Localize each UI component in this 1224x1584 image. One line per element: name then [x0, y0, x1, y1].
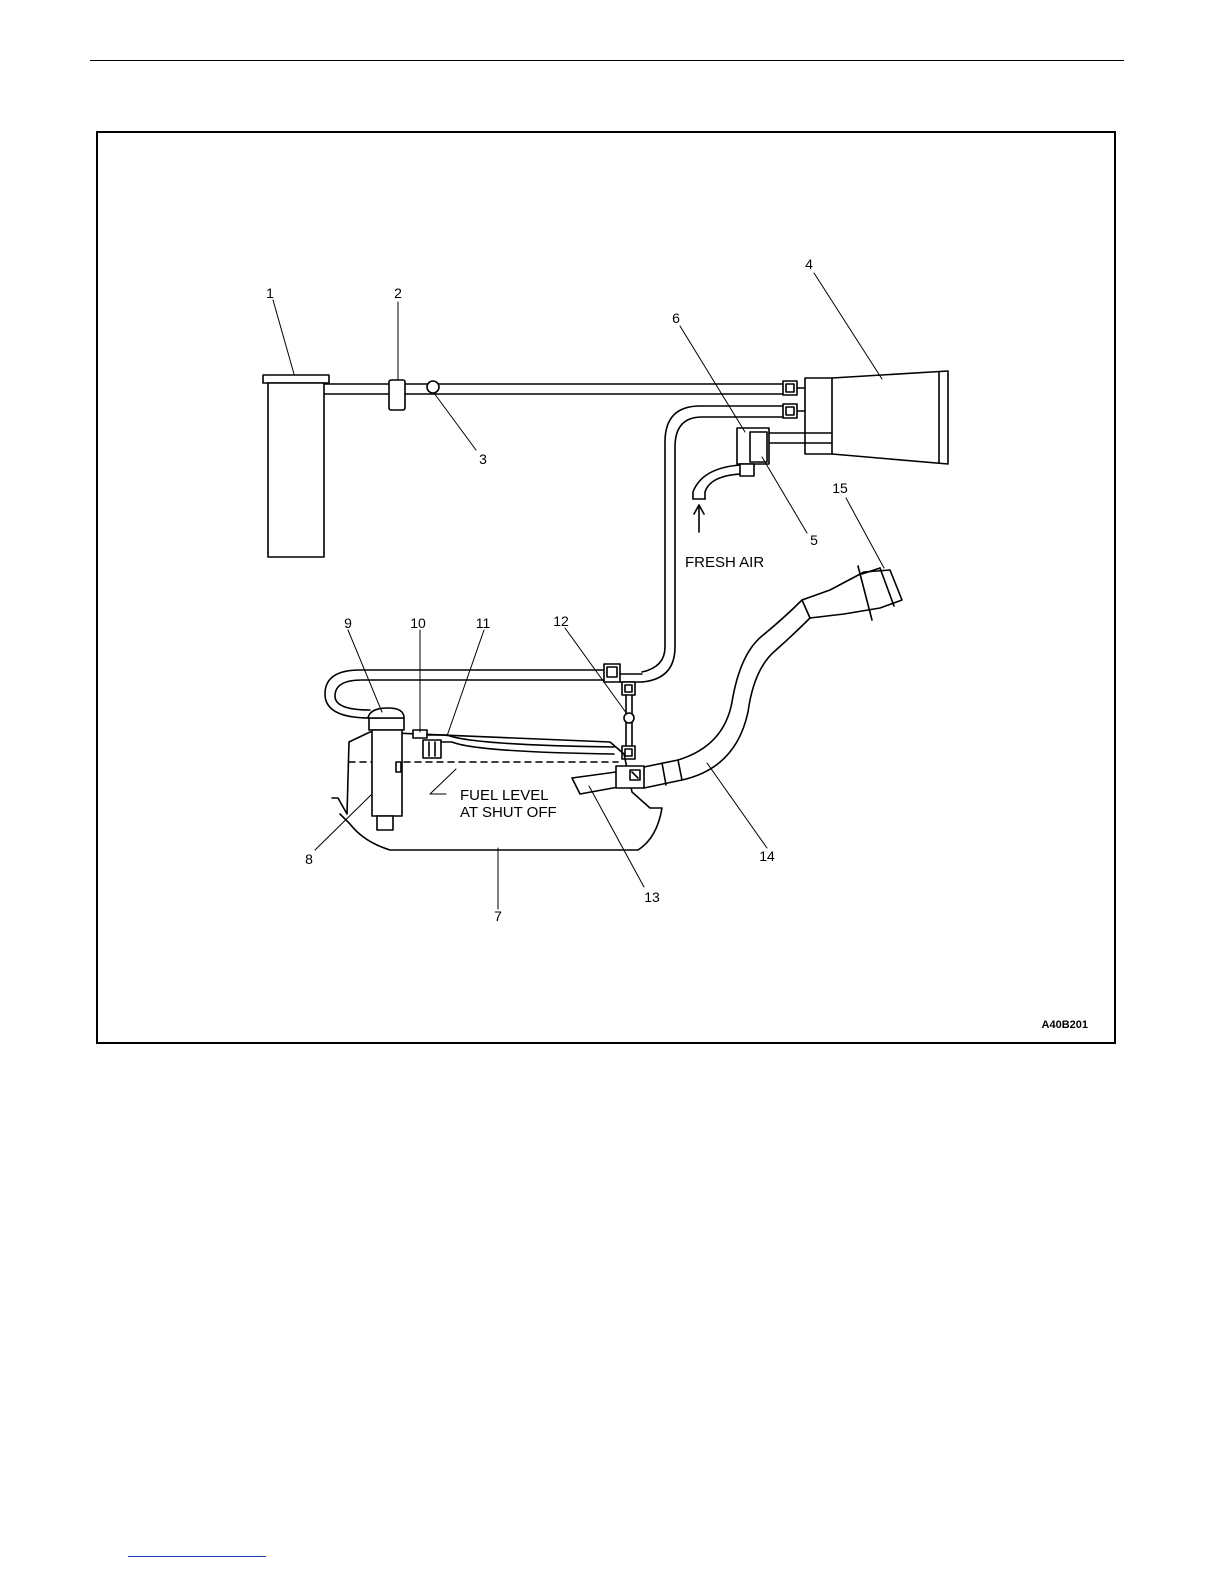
footer-link-underline[interactable]	[128, 1556, 266, 1557]
callout-2: 2	[394, 285, 402, 301]
callout-8: 8	[305, 851, 313, 867]
fuel-level-label-line1: FUEL LEVEL	[460, 787, 549, 804]
callout-3: 3	[479, 451, 487, 467]
rollover-valve	[413, 730, 614, 758]
callout-6: 6	[672, 310, 680, 326]
callout-11: 11	[476, 615, 491, 631]
vent-loop-hose	[325, 670, 604, 718]
throttle-body	[768, 371, 948, 464]
callout-10: 10	[410, 615, 426, 631]
filler-neck	[802, 566, 902, 620]
fuel-level-label-line2: AT SHUT OFF	[460, 804, 557, 821]
hose-junction	[604, 664, 642, 759]
evap-system-diagram: 1 2 3 4 5 6 7 8 9 10 11 12 13 14 15 FRES…	[98, 133, 1114, 1042]
canister	[263, 375, 329, 557]
purge-solenoid	[693, 428, 769, 499]
vent-valve	[368, 708, 404, 718]
pipe-clip	[389, 380, 405, 410]
callout-12: 12	[553, 613, 569, 629]
callout-15: 15	[832, 480, 848, 496]
diagram-frame: 1 2 3 4 5 6 7 8 9 10 11 12 13 14 15 FRES…	[96, 131, 1116, 1044]
filler-check-valve	[572, 766, 644, 794]
callout-4: 4	[805, 256, 813, 272]
callout-13: 13	[644, 889, 660, 905]
callout-7: 7	[494, 908, 502, 924]
fuel-pump-module	[369, 718, 404, 830]
filler-hose	[644, 590, 838, 788]
callout-labels: 1 2 3 4 5 6 7 8 9 10 11 12 13 14 15	[266, 256, 848, 924]
fresh-air-arrow	[694, 505, 704, 532]
connector-ring	[427, 381, 439, 393]
callout-1: 1	[266, 285, 274, 301]
callout-5: 5	[810, 532, 818, 548]
header-rule	[90, 60, 1124, 61]
figure-id: A40B201	[1042, 1019, 1088, 1031]
fresh-air-label: FRESH AIR	[685, 554, 764, 571]
leader-lines	[273, 273, 884, 909]
callout-9: 9	[344, 615, 352, 631]
callout-14: 14	[759, 848, 775, 864]
